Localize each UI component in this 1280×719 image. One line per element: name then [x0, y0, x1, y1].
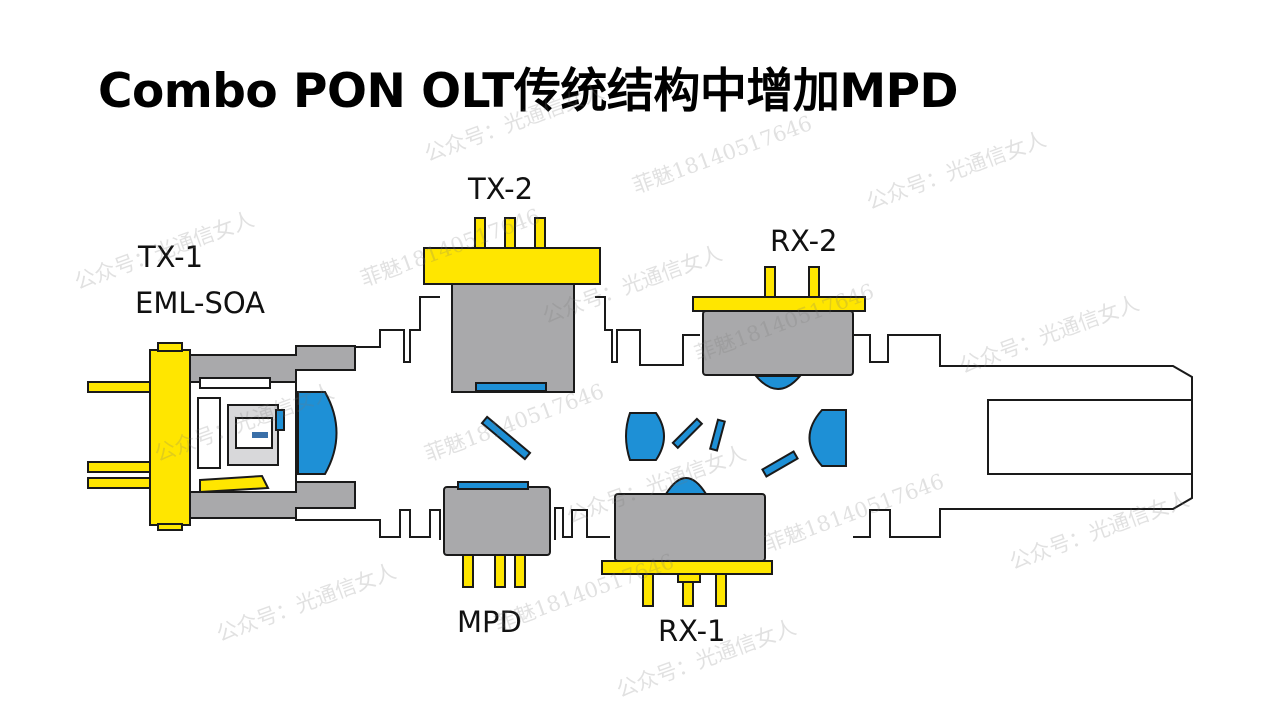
tx1-lens — [297, 391, 338, 475]
tx2-lens — [475, 382, 547, 392]
housing-outline — [295, 296, 1193, 540]
tx1-pin-mid — [87, 461, 153, 473]
mpd-pin-1 — [462, 554, 474, 588]
tx2-pin-1 — [474, 217, 486, 251]
rx2-label: RX-2 — [770, 224, 838, 258]
tx1-chip-detail — [252, 432, 268, 438]
tx1-wire — [199, 474, 270, 494]
rx2-lens — [753, 375, 803, 390]
tx2-body — [451, 283, 575, 393]
tx1-header-flange-b — [157, 523, 183, 531]
tx1-pin-top — [87, 381, 153, 393]
tx2-label: TX-2 — [468, 172, 534, 206]
tx1-lens-mount — [275, 409, 285, 431]
tx2-pin-2 — [504, 217, 516, 251]
rx1-header — [601, 560, 773, 575]
tx2-pin-3 — [534, 217, 546, 251]
tx1-spacer — [199, 377, 271, 389]
tx1-label: TX-1 — [138, 240, 204, 274]
rx1-pin-3 — [715, 573, 727, 607]
tx2-splitter-filter — [480, 415, 532, 461]
tx1-cap-bottom — [189, 481, 356, 519]
tx1-cap — [189, 345, 356, 383]
tx1-pin-bot — [87, 477, 153, 489]
tx2-header — [423, 247, 601, 285]
rx-lens-left — [625, 412, 665, 461]
rx2-pin-1 — [764, 266, 776, 300]
filter-2 — [708, 418, 726, 452]
tx1-submount — [197, 397, 221, 469]
mpd-label: MPD — [457, 605, 522, 639]
rx-lens-right — [808, 409, 847, 467]
rx2-body — [702, 310, 854, 376]
fiber-receptacle — [987, 399, 1192, 475]
rx1-body — [614, 493, 766, 562]
tx1-sublabel: EML-SOA — [135, 286, 266, 320]
rx1-lens — [664, 477, 708, 495]
mpd-body — [443, 486, 551, 556]
tx1-header-flange — [157, 342, 183, 352]
page-title: Combo PON OLT传统结构中增加MPD — [98, 64, 959, 119]
rx1-pin-1 — [642, 573, 654, 607]
rx2-pin-2 — [808, 266, 820, 300]
filter-1 — [671, 417, 704, 450]
tx1-header — [149, 349, 191, 526]
mpd-pin-2 — [494, 554, 506, 588]
mpd-pin-3 — [514, 554, 526, 588]
rx2-header — [692, 296, 866, 312]
rx1-label: RX-1 — [658, 614, 726, 648]
filter-3 — [761, 450, 799, 478]
rx1-pin-tab — [677, 573, 701, 583]
mpd-lens — [457, 481, 529, 490]
